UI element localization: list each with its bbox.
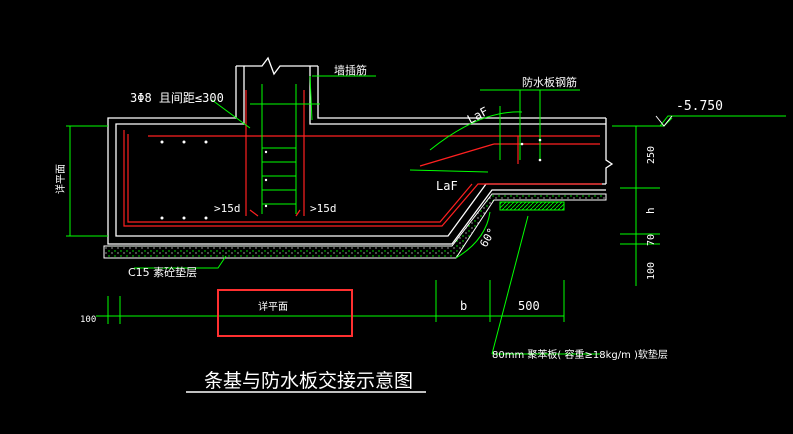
left-height-label: 详平面 xyxy=(54,164,67,194)
angle-label: 60° xyxy=(477,226,498,250)
dim-100-right-label: 100 xyxy=(646,262,657,280)
plan-box-label: 详平面 xyxy=(258,300,288,313)
dim-h-label: h xyxy=(644,207,657,214)
rebar-dots xyxy=(160,138,542,220)
dim-70-label: 70 xyxy=(646,234,657,246)
plan-reference-box xyxy=(217,289,353,337)
foam-pad xyxy=(499,201,565,211)
elevation-marker xyxy=(655,115,673,127)
dim-500-label: 500 xyxy=(518,299,540,313)
dim-b-label: b xyxy=(460,299,467,313)
cushion-layer xyxy=(103,193,607,259)
drawing-title: 条基与防水板交接示意图 xyxy=(204,370,413,392)
dim-100-left-label: 100 xyxy=(80,315,96,325)
foam-note-label: 80mm 聚苯板( 容重≥18kg/m )软垫层 xyxy=(492,348,668,361)
waterproof-rebar-label: 防水板钢筋 xyxy=(522,75,577,89)
dim-250-label: 250 xyxy=(646,146,657,164)
rebar-red xyxy=(123,90,602,227)
laf-bottom-label: LaF xyxy=(436,179,458,193)
dim-15d-right: >15d xyxy=(310,202,337,215)
wall-insert-label: 墙插筋 xyxy=(334,63,367,77)
rebar-green xyxy=(66,75,786,355)
elevation-label: -5.750 xyxy=(676,99,723,114)
cushion-label: C15 素砼垫层 xyxy=(128,265,197,279)
dim-15d-left: >15d xyxy=(214,202,241,215)
laf-top-label: LaF xyxy=(465,104,491,127)
rebar-spec-label: 3Φ8 且间距≤300 xyxy=(130,91,224,105)
